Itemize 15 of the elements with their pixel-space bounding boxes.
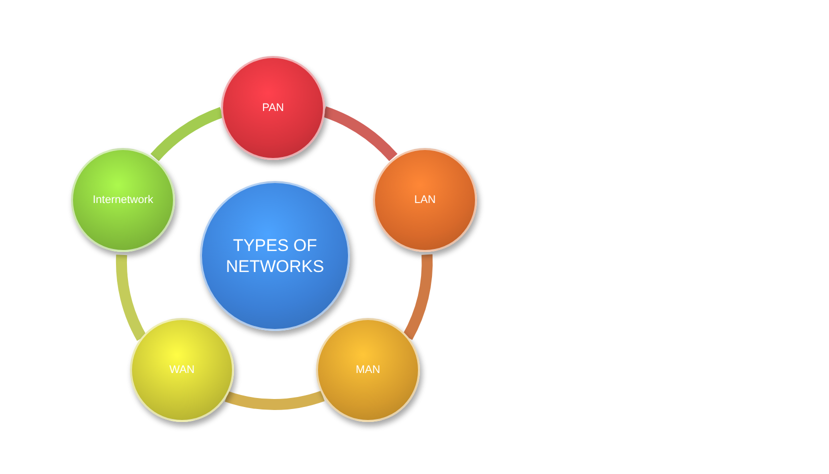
node-label: TYPES OF NETWORKS	[224, 234, 326, 278]
node-label: Internetwork	[92, 194, 154, 206]
connector-arc	[225, 390, 324, 410]
node-label: LAN	[414, 194, 436, 206]
node-label: PAN	[262, 102, 284, 114]
network-circle	[373, 148, 477, 252]
connector-arc	[402, 254, 433, 340]
network-circle	[71, 148, 175, 252]
network-circle	[316, 318, 420, 422]
node-label: MAN	[356, 364, 380, 376]
connector-arc	[322, 106, 398, 162]
node-label: WAN	[169, 364, 195, 376]
network-circle	[130, 318, 234, 422]
connector-arc	[116, 254, 147, 341]
connector-arc	[150, 107, 224, 162]
